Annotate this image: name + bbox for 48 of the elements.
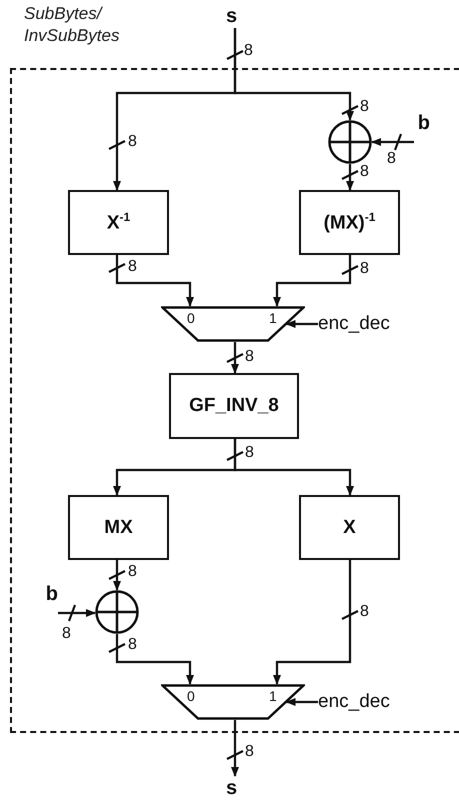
xor-symbol (95, 590, 139, 634)
bus-width-label: 8 (128, 636, 137, 654)
signal-label: enc_dec (318, 690, 410, 714)
signal-label: enc_dec (318, 312, 410, 336)
input-label: 1 (269, 310, 277, 326)
signal-arrow (234, 439, 354, 496)
input-label: 0 (187, 310, 195, 326)
bus-width-label: 8 (128, 133, 137, 151)
multiplexer (161, 306, 305, 342)
function-block: (MX)$^{-1}$ (299, 190, 400, 255)
signal-arrow (116, 634, 194, 685)
signal-arrow (231, 720, 239, 777)
bus-width-label: 8 (245, 444, 254, 462)
multiplexer (161, 684, 305, 720)
module-title: SubBytes/ InvSubBytes (24, 3, 120, 47)
bus-width-label: 8 (245, 348, 254, 366)
bus-width-label: 8 (245, 743, 254, 761)
signal-arrow (58, 609, 96, 617)
signal-arrow (273, 255, 352, 307)
bus-width-label: 8 (244, 42, 253, 60)
bus-width-label: 8 (387, 150, 396, 168)
input-label: 1 (269, 688, 277, 704)
bus-width-label: 8 (128, 563, 137, 581)
bus-width-label: 8 (360, 603, 369, 621)
bus-width-label: 8 (360, 163, 369, 181)
signal-label: s (226, 4, 244, 28)
input-label: 0 (187, 688, 195, 704)
function-block: MX (68, 495, 169, 560)
xor-symbol (328, 120, 372, 164)
signal-label: s (226, 776, 244, 800)
function-block: X$^{-1}$ (68, 190, 169, 255)
signal-label: b (414, 112, 430, 142)
bus-width-label: 8 (360, 98, 369, 116)
signal-arrow (286, 320, 318, 328)
signal-arrow (231, 342, 239, 374)
signal-arrow (116, 255, 194, 307)
signal-arrow (286, 698, 318, 706)
function-block: GF_INV_8 (169, 373, 299, 439)
bus-width-label: 8 (62, 625, 71, 643)
bus-width-label: 8 (128, 258, 137, 276)
signal-arrow (273, 560, 352, 685)
signal-arrow (371, 138, 414, 146)
function-block: X (299, 495, 400, 560)
signal-arrow (234, 28, 354, 121)
signal-label: b (40, 583, 58, 613)
signal-arrow (113, 560, 121, 591)
bus-width-label: 8 (360, 260, 369, 278)
signal-arrow (346, 164, 354, 191)
